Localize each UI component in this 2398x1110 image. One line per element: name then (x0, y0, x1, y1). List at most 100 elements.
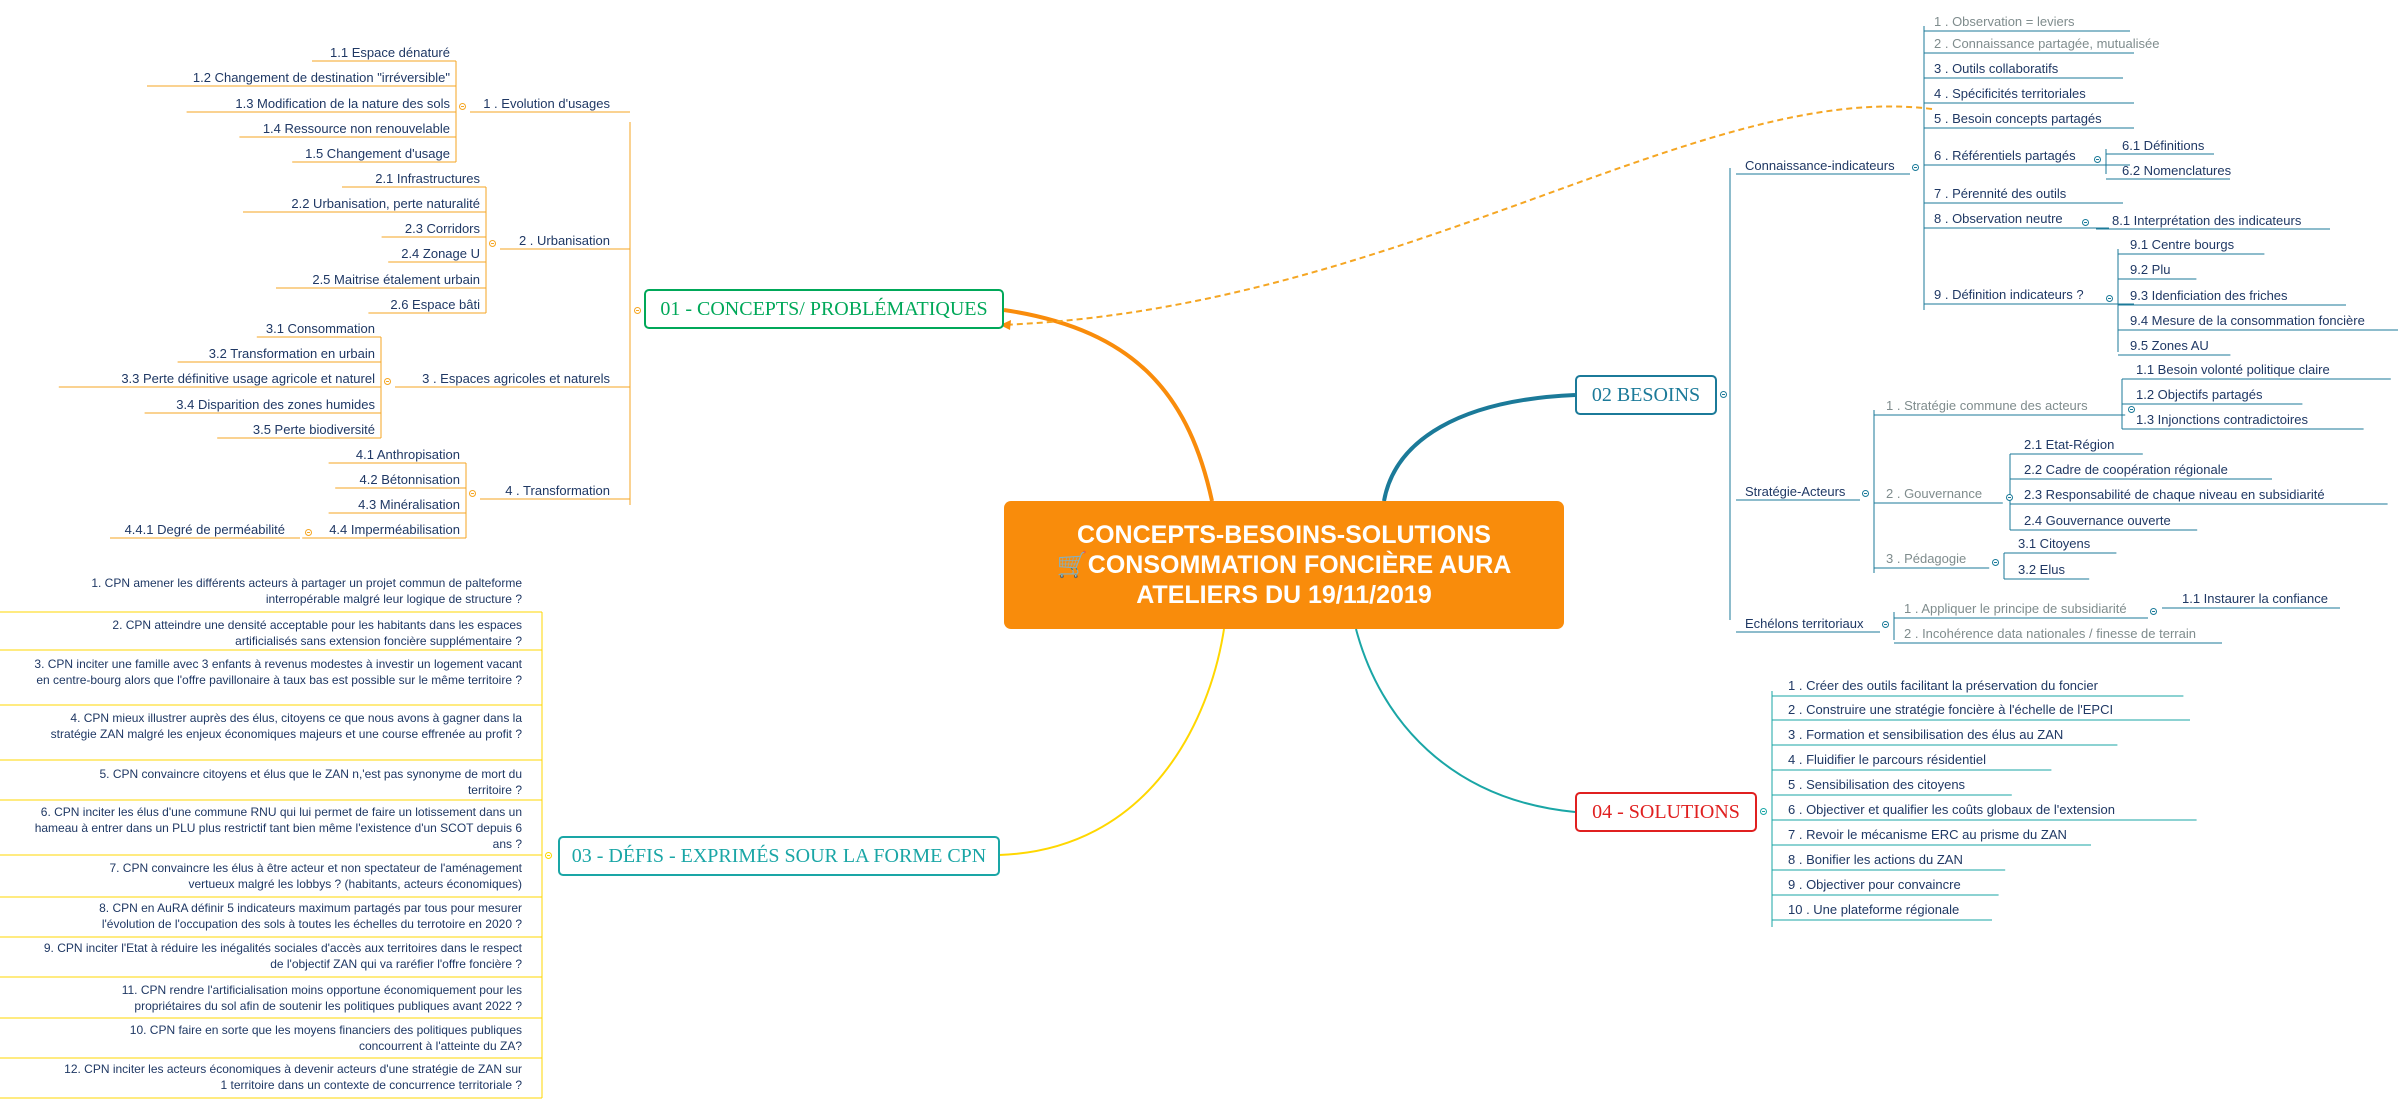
concepts-group-label[interactable]: 1 . Evolution d'usages (483, 96, 610, 111)
concepts-sub-subtopic[interactable]: 4.4.1 Degré de perméabilité (124, 522, 285, 537)
defis-challenge-item[interactable]: 5. CPN convaincre citoyens et élus que l… (99, 767, 523, 797)
besoins-sub-subtopic[interactable]: 9.1 Centre bourgs (2130, 237, 2235, 252)
concepts-subtopic[interactable]: 1.3 Modification de la nature des sols (235, 96, 450, 111)
defis-branch-title[interactable]: 03 - DÉFIS - EXPRIMÉS SOUR LA FORME CPN (558, 836, 1000, 876)
besoins-subtopic[interactable]: 2 . Connaissance partagée, mutualisée (1934, 36, 2160, 51)
defis-challenge-item[interactable]: 6. CPN inciter les élus d'une commune RN… (34, 805, 522, 851)
collapse-toggle-icon[interactable] (634, 307, 641, 314)
concepts-subtopic[interactable]: 1.1 Espace dénaturé (330, 45, 450, 60)
concepts-subtopic[interactable]: 2.1 Infrastructures (375, 171, 480, 186)
besoins-subtopic[interactable]: 1 . Stratégie commune des acteurs (1886, 398, 2088, 413)
concepts-branch-title[interactable]: 01 - CONCEPTS/ PROBLÉMATIQUES (644, 289, 1004, 329)
collapse-toggle-icon[interactable] (2106, 295, 2113, 302)
besoins-sub-subtopic[interactable]: 6.2 Nomenclatures (2122, 163, 2232, 178)
besoins-branch-title[interactable]: 02 BESOINS (1575, 375, 1717, 415)
concepts-subtopic[interactable]: 4.2 Bétonnisation (359, 472, 460, 487)
collapse-toggle-icon[interactable] (2150, 608, 2157, 615)
besoins-sub-subtopic[interactable]: 9.5 Zones AU (2130, 338, 2209, 353)
central-topic[interactable]: CONCEPTS-BESOINS-SOLUTIONS 🛒CONSOMMATION… (1004, 501, 1564, 629)
defis-challenge-item[interactable]: 3. CPN inciter une famille avec 3 enfant… (34, 657, 522, 687)
collapse-toggle-icon[interactable] (1760, 808, 1767, 815)
besoins-subtopic[interactable]: 5 . Besoin concepts partagés (1934, 111, 2102, 126)
besoins-group-label[interactable]: Echélons territoriaux (1745, 616, 1864, 631)
besoins-sub-subtopic[interactable]: 3.2 Elus (2018, 562, 2065, 577)
concepts-subtopic[interactable]: 2.2 Urbanisation, perte naturalité (291, 196, 480, 211)
besoins-subtopic[interactable]: 2 . Incohérence data nationales / finess… (1904, 626, 2196, 641)
concepts-subtopic[interactable]: 3.2 Transformation en urbain (208, 346, 375, 361)
defis-challenge-item[interactable]: 10. CPN faire en sorte que les moyens fi… (129, 1023, 522, 1053)
collapse-toggle-icon[interactable] (1882, 621, 1889, 628)
besoins-sub-subtopic[interactable]: 1.2 Objectifs partagés (2136, 387, 2263, 402)
solutions-item[interactable]: 9 . Objectiver pour convaincre (1788, 877, 1961, 892)
besoins-subtopic[interactable]: 9 . Définition indicateurs ? (1934, 287, 2084, 302)
concepts-subtopic[interactable]: 3.5 Perte biodiversité (252, 422, 375, 437)
concepts-subtopic[interactable]: 1.2 Changement de destination "irréversi… (192, 70, 450, 85)
solutions-item[interactable]: 8 . Bonifier les actions du ZAN (1788, 852, 1963, 867)
defis-challenge-item[interactable]: 8. CPN en AuRA définir 5 indicateurs max… (99, 901, 522, 931)
concepts-subtopic[interactable]: 3.4 Disparition des zones humides (176, 397, 375, 412)
solutions-item[interactable]: 6 . Objectiver et qualifier les coûts gl… (1788, 802, 2115, 817)
collapse-toggle-icon[interactable] (1720, 391, 1727, 398)
concepts-subtopic[interactable]: 4.4 Imperméabilisation (329, 522, 460, 537)
solutions-item[interactable]: 1 . Créer des outils facilitant la prése… (1788, 678, 2098, 693)
concepts-subtopic[interactable]: 4.3 Minéralisation (358, 497, 460, 512)
collapse-toggle-icon[interactable] (384, 378, 391, 385)
defis-challenge-item[interactable]: 12. CPN inciter les acteurs économiques … (64, 1062, 522, 1092)
besoins-sub-subtopic[interactable]: 2.1 Etat-Région (2024, 437, 2115, 452)
collapse-toggle-icon[interactable] (1862, 490, 1869, 497)
collapse-toggle-icon[interactable] (1992, 559, 2000, 566)
besoins-subtopic[interactable]: 3 . Pédagogie (1886, 551, 1967, 566)
collapse-toggle-icon[interactable] (305, 529, 312, 536)
besoins-subtopic[interactable]: 1 . Appliquer le principe de subsidiarit… (1904, 601, 2127, 616)
concepts-subtopic[interactable]: 2.6 Espace bâti (390, 297, 480, 312)
defis-challenge-item[interactable]: 2. CPN atteindre une densité acceptable … (112, 618, 522, 648)
collapse-toggle-icon[interactable] (489, 240, 496, 247)
besoins-group-label[interactable]: Stratégie-Acteurs (1745, 484, 1846, 499)
concepts-subtopic[interactable]: 2.5 Maitrise étalement urbain (312, 272, 480, 287)
solutions-branch-title[interactable]: 04 - SOLUTIONS (1575, 792, 1757, 832)
collapse-toggle-icon[interactable] (459, 103, 466, 110)
besoins-subtopic[interactable]: 3 . Outils collaboratifs (1934, 61, 2059, 76)
besoins-group-label[interactable]: Connaissance-indicateurs (1745, 158, 1895, 173)
defis-challenge-item[interactable]: 1. CPN amener les différents acteurs à p… (91, 576, 522, 606)
besoins-subtopic[interactable]: 4 . Spécificités territoriales (1934, 86, 2086, 101)
besoins-sub-subtopic[interactable]: 1.3 Injonctions contradictoires (2136, 412, 2308, 427)
solutions-item[interactable]: 7 . Revoir le mécanisme ERC au prisme du… (1788, 827, 2067, 842)
solutions-item[interactable]: 2 . Construire une stratégie foncière à … (1788, 702, 2114, 717)
concepts-group-label[interactable]: 2 . Urbanisation (518, 233, 610, 248)
besoins-subtopic[interactable]: 7 . Pérennité des outils (1934, 186, 2067, 201)
concepts-subtopic[interactable]: 3.1 Consommation (265, 321, 375, 336)
concepts-subtopic[interactable]: 3.3 Perte définitive usage agricole et n… (121, 371, 375, 386)
besoins-sub-subtopic[interactable]: 2.4 Gouvernance ouverte (2024, 513, 2171, 528)
solutions-item[interactable]: 5 . Sensibilisation des citoyens (1788, 777, 1966, 792)
collapse-toggle-icon[interactable] (469, 490, 476, 497)
solutions-item[interactable]: 3 . Formation et sensibilisation des élu… (1788, 727, 2064, 742)
besoins-sub-subtopic[interactable]: 1.1 Besoin volonté politique claire (2136, 362, 2330, 377)
besoins-subtopic[interactable]: 8 . Observation neutre (1934, 211, 2063, 226)
solutions-item[interactable]: 4 . Fluidifier le parcours résidentiel (1788, 752, 1986, 767)
solutions-item[interactable]: 10 . Une plateforme régionale (1788, 902, 1960, 917)
concepts-group-label[interactable]: 3 . Espaces agricoles et naturels (422, 371, 610, 386)
defis-challenge-item[interactable]: 11. CPN rendre l'artificialisation moins… (121, 983, 522, 1013)
concepts-subtopic[interactable]: 1.5 Changement d'usage (305, 146, 450, 161)
besoins-subtopic[interactable]: 2 . Gouvernance (1886, 486, 1983, 501)
concepts-subtopic[interactable]: 1.4 Ressource non renouvelable (262, 121, 450, 136)
collapse-toggle-icon[interactable] (2005, 494, 2013, 501)
besoins-sub-subtopic[interactable]: 9.4 Mesure de la consommation foncière (2130, 313, 2365, 328)
concepts-subtopic[interactable]: 2.4 Zonage U (401, 246, 480, 261)
besoins-sub-subtopic[interactable]: 9.2 Plu (2130, 262, 2171, 277)
concepts-subtopic[interactable]: 4.1 Anthropisation (355, 447, 460, 462)
besoins-sub-subtopic[interactable]: 6.1 Définitions (2122, 138, 2205, 153)
collapse-toggle-icon[interactable] (2082, 219, 2089, 226)
collapse-toggle-icon[interactable] (1912, 164, 1919, 171)
besoins-subtopic[interactable]: 1 . Observation = leviers (1934, 14, 2075, 29)
concepts-subtopic[interactable]: 2.3 Corridors (404, 221, 480, 236)
defis-challenge-item[interactable]: 9. CPN inciter l'Etat à réduire les inég… (43, 941, 522, 971)
besoins-sub-subtopic[interactable]: 2.2 Cadre de coopération régionale (2024, 462, 2228, 477)
collapse-toggle-icon[interactable] (545, 852, 552, 859)
besoins-sub-subtopic[interactable]: 2.3 Responsabilité de chaque niveau en s… (2024, 487, 2325, 502)
collapse-toggle-icon[interactable] (2128, 406, 2136, 413)
besoins-sub-subtopic[interactable]: 8.1 Interprétation des indicateurs (2112, 213, 2302, 228)
defis-challenge-item[interactable]: 7. CPN convaincre les élus à être acteur… (109, 861, 522, 891)
besoins-sub-subtopic[interactable]: 9.3 Idenficiation des friches (2130, 288, 2288, 303)
